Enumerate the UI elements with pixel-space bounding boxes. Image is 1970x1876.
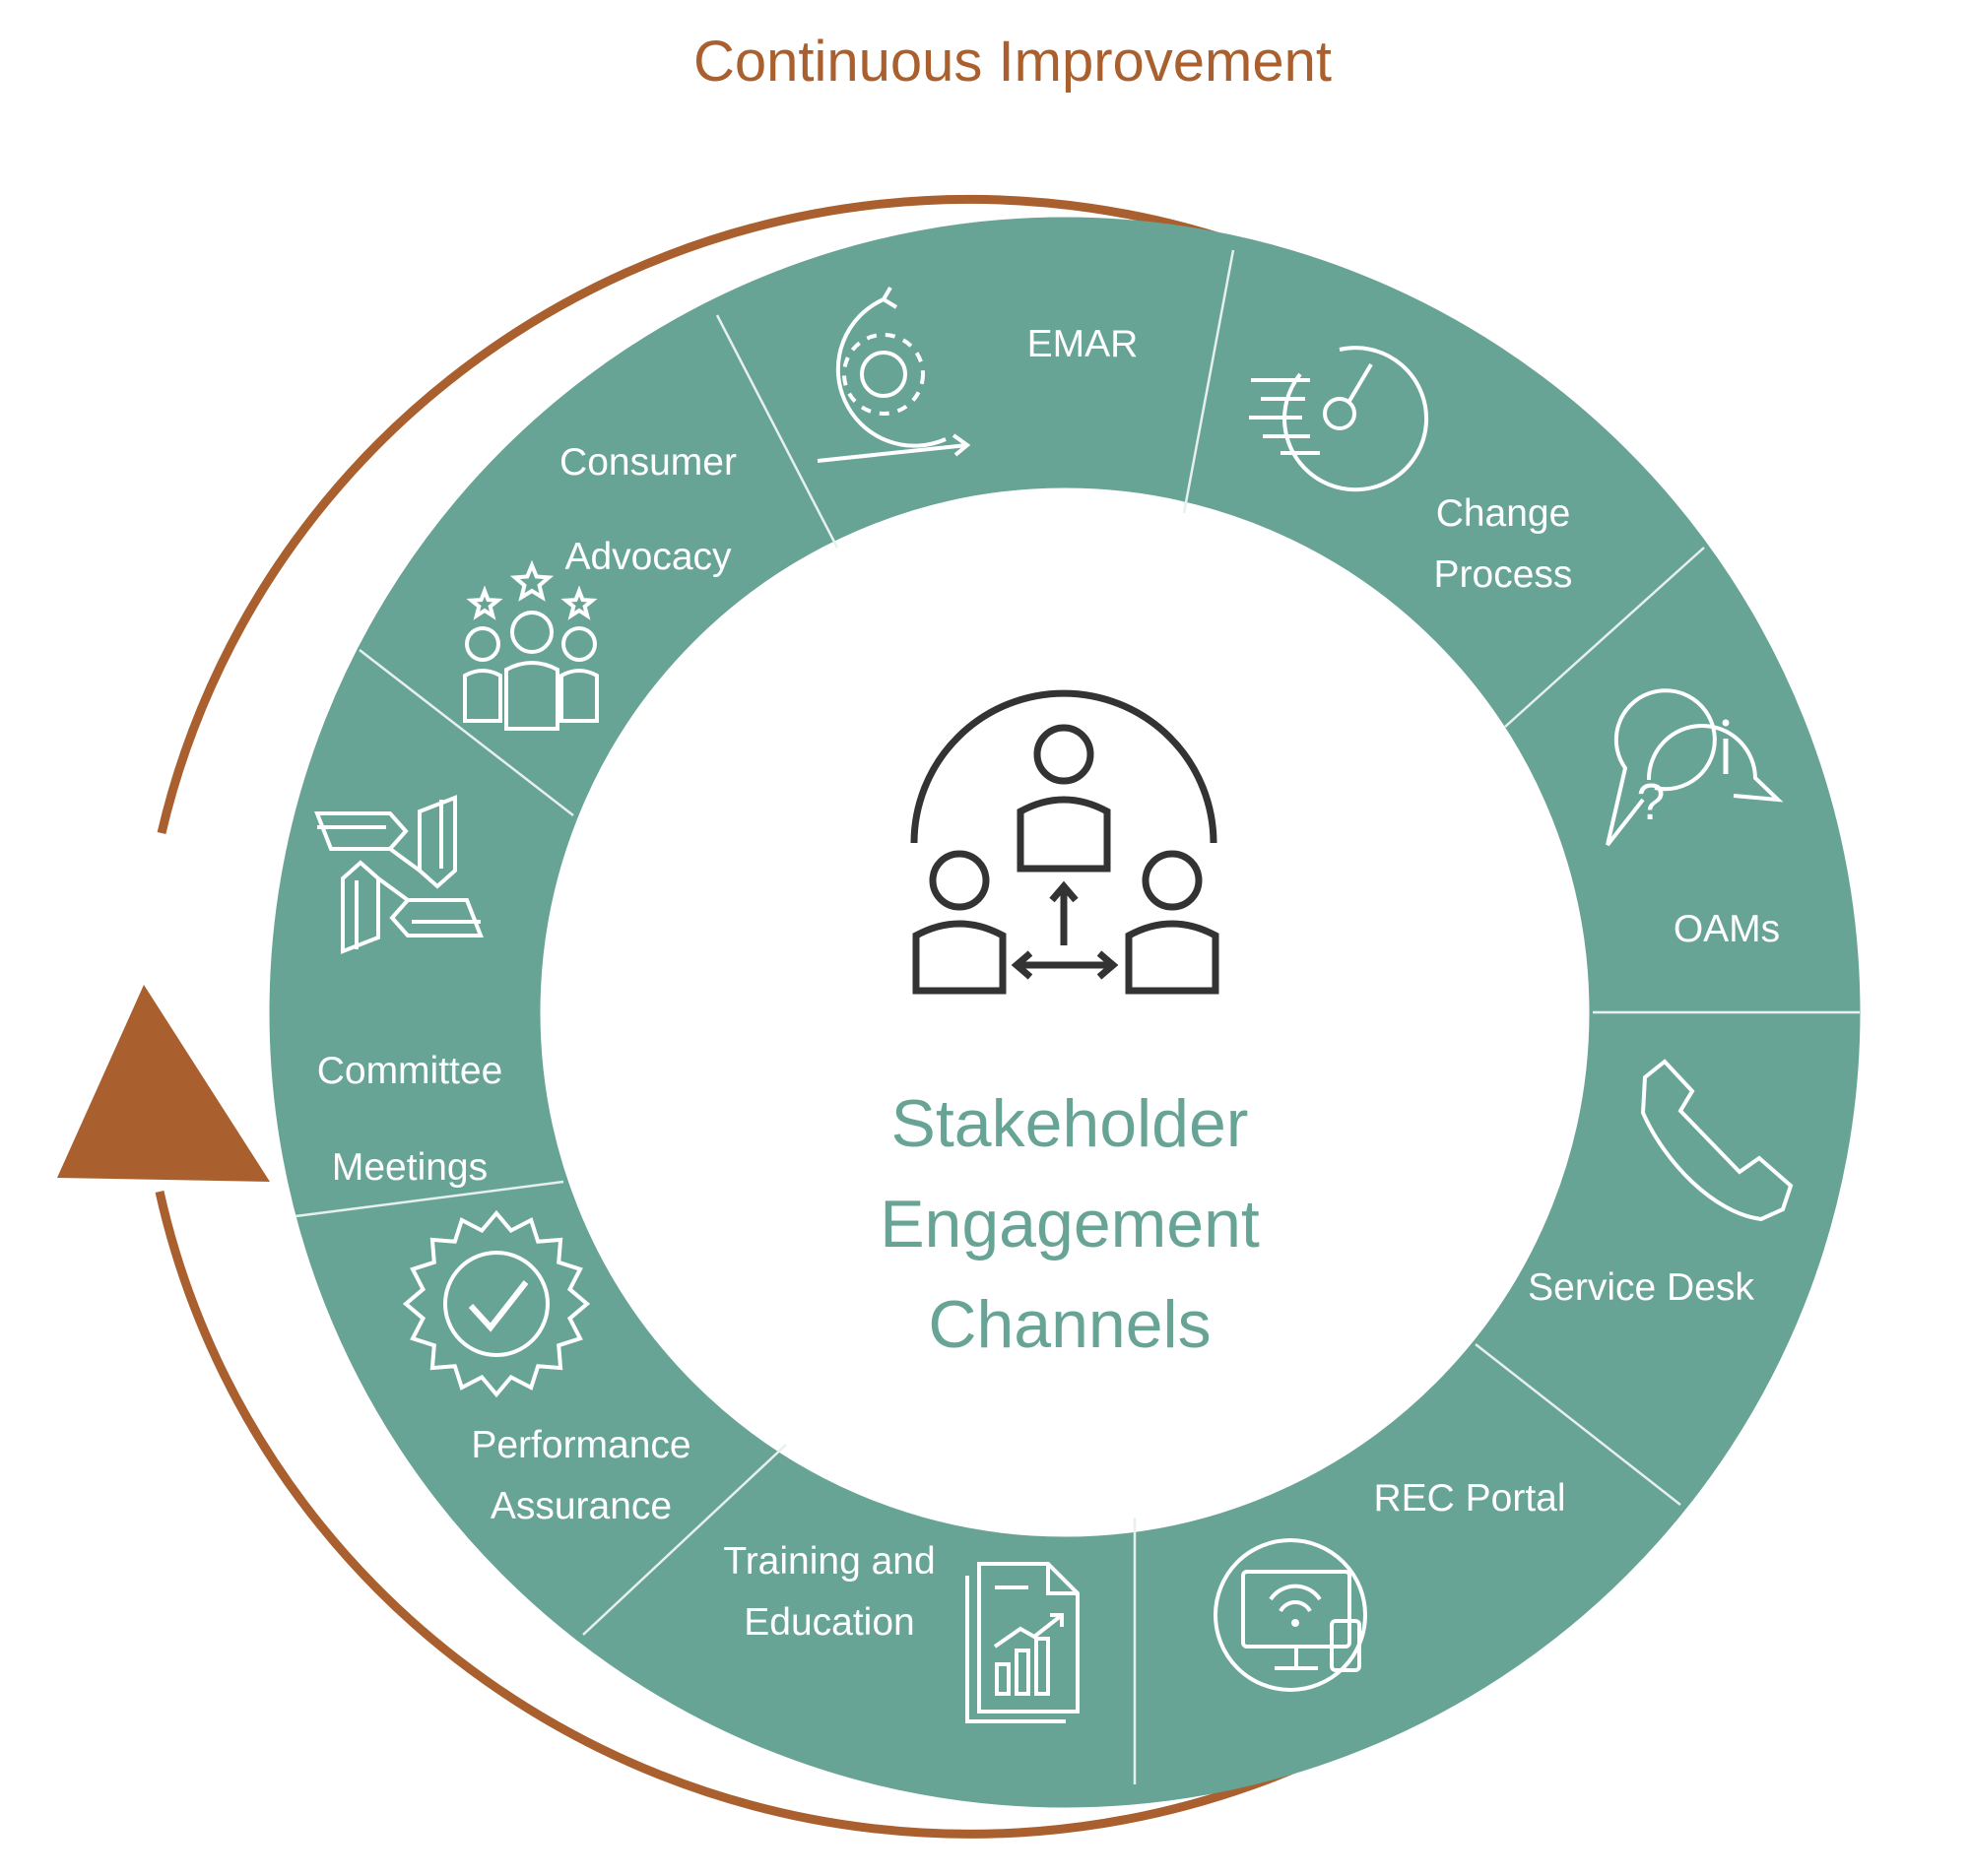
continuous-improvement-arrowhead [57, 985, 270, 1182]
segment-committee-meetings[interactable]: Committee Meetings [314, 795, 503, 1189]
segment-label-consumer-advocacy-line1: Consumer [559, 441, 737, 484]
segment-oams[interactable]: OAMs ? [1606, 688, 1784, 950]
segment-label-training-education-line1: Training and [723, 1540, 935, 1583]
segment-label-committee-meetings-line2: Meetings [332, 1146, 488, 1189]
center-label-line2: Engagement [880, 1187, 1260, 1261]
center-label-line3: Channels [928, 1287, 1211, 1362]
segment-training-education[interactable]: Training and Education [723, 1540, 1080, 1723]
phone-icon [1640, 1059, 1794, 1222]
report-chart-icon [965, 1562, 1080, 1723]
segment-rec-portal[interactable]: REC Portal [1214, 1477, 1566, 1692]
gear-cycle-icon [817, 286, 971, 463]
segment-emar[interactable]: EMAR [817, 286, 1139, 463]
segment-label-training-education-line2: Education [744, 1601, 914, 1644]
segment-label-performance-assurance-line1: Performance [471, 1424, 690, 1466]
segment-change-process[interactable]: Change Process [1249, 346, 1573, 596]
segment-label-consumer-advocacy-line2: Advocacy [564, 536, 732, 578]
segment-consumer-advocacy[interactable]: Consumer Advocacy [463, 441, 737, 731]
segment-label-change-process-line2: Process [1434, 553, 1573, 596]
joined-hands-icon [314, 795, 484, 954]
wifi-monitor-icon [1214, 1538, 1367, 1692]
question-info-bubbles-icon: ? [1606, 688, 1784, 847]
segment-label-change-process-line1: Change [1436, 492, 1571, 535]
segment-label-service-desk: Service Desk [1528, 1266, 1754, 1309]
segment-service-desk[interactable]: Service Desk [1528, 1059, 1794, 1309]
segment-performance-assurance[interactable]: Performance Assurance [402, 1209, 691, 1527]
speedometer-icon [1249, 346, 1428, 492]
segment-label-oams: OAMs [1674, 908, 1780, 950]
segment-label-rec-portal: REC Portal [1373, 1477, 1565, 1520]
center-disc [541, 488, 1589, 1536]
svg-text:?: ? [1637, 774, 1666, 831]
ring-dividers [295, 249, 1860, 1784]
segment-label-committee-meetings-line1: Committee [317, 1050, 503, 1092]
segment-label-emar: EMAR [1027, 323, 1139, 365]
stakeholder-group-icon [910, 689, 1219, 995]
people-stars-icon [463, 559, 599, 731]
segment-label-performance-assurance-line2: Assurance [491, 1485, 672, 1527]
diagram-title: Continuous Improvement [693, 30, 1332, 94]
badge-check-icon [402, 1209, 591, 1398]
center-label-line1: Stakeholder [891, 1086, 1249, 1161]
